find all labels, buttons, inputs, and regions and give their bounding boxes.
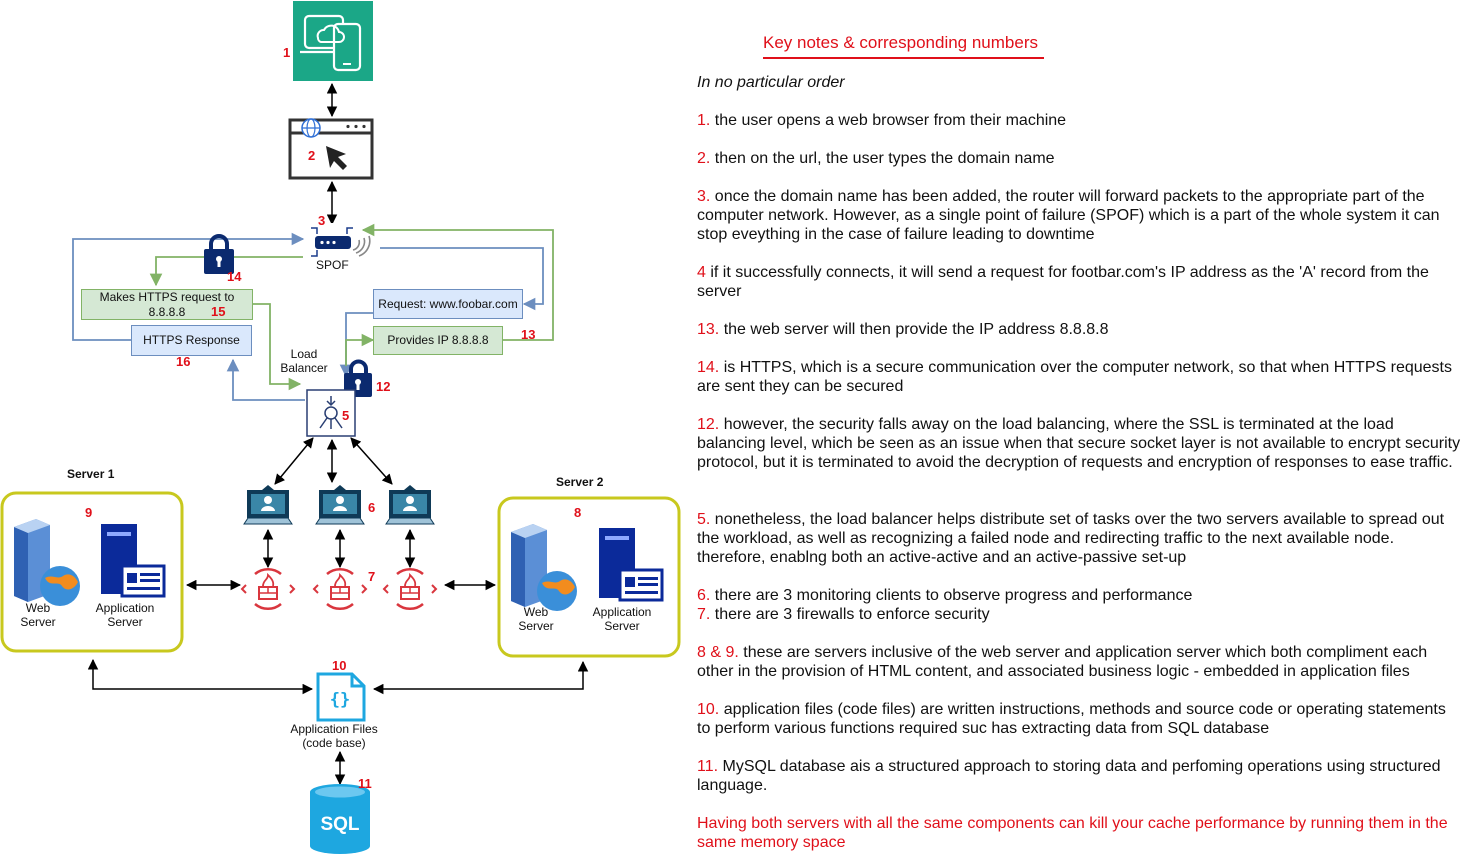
web-server-1-label: Web Server bbox=[14, 601, 62, 629]
note-item: 14. is HTTPS, which is a secure communic… bbox=[697, 359, 1452, 395]
firewall-icon-3 bbox=[382, 567, 438, 611]
router-number: 3 bbox=[318, 213, 326, 228]
note-item: 3. once the domain name has been added, … bbox=[697, 188, 1440, 243]
app-files-label: Application Files (code base) bbox=[280, 722, 388, 750]
load-balancer-icon bbox=[306, 389, 356, 437]
web-server-2-label-line2: Server bbox=[518, 619, 554, 633]
browser-window-icon bbox=[288, 118, 374, 180]
note-item: 2. then on the url, the user types the d… bbox=[697, 150, 1055, 167]
app-server-1-label: Application Server bbox=[89, 601, 161, 629]
https-lock-number: 14 bbox=[227, 269, 242, 284]
note-item: 7. there are 3 firewalls to enforce secu… bbox=[697, 606, 990, 623]
https-lock-icon bbox=[204, 234, 234, 274]
https-response-box: HTTPS Response bbox=[131, 325, 252, 356]
sql-icon-text: SQL bbox=[320, 814, 359, 835]
app-server-1-label-line1: Application bbox=[95, 601, 155, 615]
notes-subtitle: In no particular order bbox=[697, 74, 845, 91]
server-2-title: Server 2 bbox=[556, 475, 604, 489]
application-server-icon-1 bbox=[101, 524, 166, 598]
note-item: 5. nonetheless, the load balancer helps … bbox=[697, 511, 1445, 566]
web-server-1-label-line1: Web bbox=[25, 601, 51, 615]
server-2-group bbox=[497, 496, 681, 658]
note-item: 10. application files (code files) are w… bbox=[697, 701, 1446, 737]
server-2-number: 8 bbox=[574, 505, 582, 520]
web-server-1-label-line2: Server bbox=[20, 615, 56, 629]
app-server-2-label: Application Server bbox=[586, 605, 658, 633]
note-item: 11. MySQL database ais a structured appr… bbox=[697, 758, 1441, 794]
ip-response-label: Provides IP 8.8.8.8 bbox=[387, 333, 489, 347]
note-item: 1. the user opens a web browser from the… bbox=[697, 112, 1067, 129]
application-server-icon-2 bbox=[599, 528, 664, 602]
user-device-icon bbox=[293, 1, 373, 81]
app-server-2-label-line1: Application bbox=[592, 605, 652, 619]
note-item: 6. there are 3 monitoring clients to obs… bbox=[697, 587, 1193, 604]
note-item: 12. however, the security falls away on … bbox=[697, 416, 1461, 471]
app-files-number: 10 bbox=[332, 658, 347, 673]
server-1-title: Server 1 bbox=[67, 467, 115, 481]
note-item: 13. the web server will then provide the… bbox=[697, 321, 1109, 338]
notes-title: Key notes & corresponding numbers bbox=[763, 33, 1044, 59]
ip-response-box: Provides IP 8.8.8.8 bbox=[373, 326, 503, 355]
app-server-2-label-line2: Server bbox=[604, 619, 640, 633]
monitoring-client-icon-1 bbox=[243, 485, 293, 525]
load-balancer-label-line2: Balancer bbox=[280, 361, 328, 375]
server-1-number: 9 bbox=[85, 505, 93, 520]
load-balancer-label: Load Balancer bbox=[278, 347, 330, 375]
router-icon bbox=[305, 223, 371, 257]
router-label: SPOF bbox=[316, 258, 349, 272]
load-balancer-label-line1: Load bbox=[290, 347, 318, 361]
monitors-number: 6 bbox=[368, 500, 376, 515]
firewalls-number: 7 bbox=[368, 569, 376, 584]
monitoring-client-icon-2 bbox=[315, 485, 365, 525]
app-files-label-line2: (code base) bbox=[302, 736, 366, 750]
https-response-label: HTTPS Response bbox=[143, 333, 240, 347]
user-device-number: 1 bbox=[283, 45, 291, 60]
blue-connectors bbox=[72, 232, 544, 401]
web-server-icon-1 bbox=[14, 519, 80, 606]
browser-number: 2 bbox=[308, 148, 316, 163]
note-item: 4 if it successfully connects, it will s… bbox=[697, 264, 1429, 300]
web-server-2-label-line1: Web bbox=[523, 605, 549, 619]
sql-database-icon bbox=[310, 784, 370, 854]
web-server-2-label: Web Server bbox=[512, 605, 560, 633]
https-response-number: 16 bbox=[176, 354, 191, 369]
note-item: 8 & 9. these are servers inclusive of th… bbox=[697, 644, 1428, 680]
green-connectors bbox=[149, 223, 554, 391]
architecture-diagram: {} SQL bbox=[0, 1, 681, 854]
monitoring-client-icon-3 bbox=[385, 485, 435, 525]
app-files-label-line1: Application Files bbox=[290, 722, 378, 736]
firewall-icon-2 bbox=[312, 567, 368, 611]
https-request-box: Makes HTTPS request to 8.8.8.8 bbox=[81, 289, 253, 320]
dns-request-label: Request: www.foobar.com bbox=[378, 296, 518, 311]
svg-text:{}: {} bbox=[330, 690, 350, 710]
https-request-label: Makes HTTPS request to 8.8.8.8 bbox=[99, 289, 235, 319]
ip-response-number: 13 bbox=[521, 327, 536, 342]
web-server-icon-2 bbox=[511, 524, 577, 611]
black-connectors bbox=[87, 82, 589, 786]
dns-request-box: Request: www.foobar.com bbox=[373, 289, 523, 319]
firewall-icon-1 bbox=[240, 567, 296, 611]
notes-footer: Having both servers with all the same co… bbox=[697, 815, 1448, 851]
https-request-number: 15 bbox=[211, 304, 226, 319]
load-balancer-number: 5 bbox=[342, 408, 350, 423]
code-file-icon: {} bbox=[316, 672, 366, 722]
database-number: 11 bbox=[358, 776, 372, 791]
server-1-group bbox=[0, 491, 184, 653]
load-balancer-lock-number: 12 bbox=[376, 379, 391, 394]
app-server-1-label-line2: Server bbox=[107, 615, 143, 629]
